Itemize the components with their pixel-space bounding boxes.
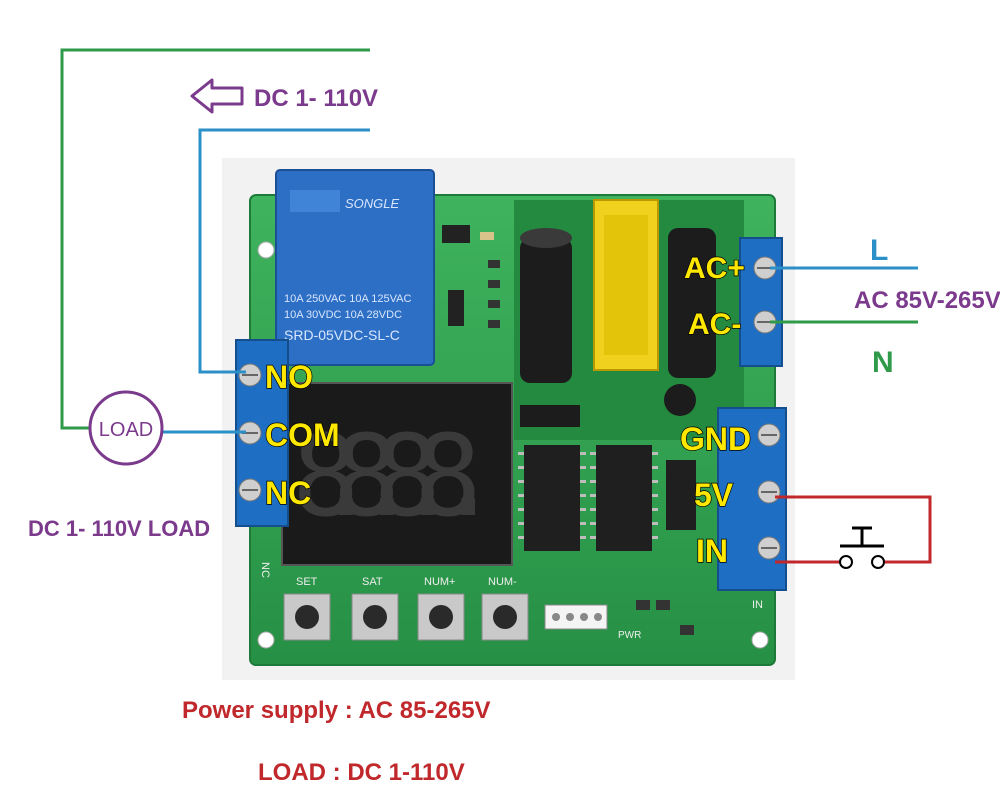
capacitor-large — [520, 238, 572, 383]
mount-hole — [751, 631, 769, 649]
display-digits: 8.8.8.8. — [292, 412, 502, 542]
relay: SONGLE 10A 250VAC 10A 125VAC 10A 30VDC 1… — [275, 169, 435, 366]
smd-part — [680, 625, 694, 635]
terminal-label-in: IN — [696, 533, 728, 569]
button-label-set: SET — [296, 576, 318, 588]
signal-terminal-block — [717, 407, 787, 591]
terminal-label-com: COM — [265, 417, 340, 453]
spec-power-supply: Power supply : AC 85-265V — [182, 697, 491, 724]
capacitor-top — [520, 228, 572, 248]
line-n-label: N — [872, 346, 894, 379]
silk-pwr: PWR — [618, 630, 641, 641]
ac-range-label: AC 85V-265V — [854, 287, 1000, 314]
mount-hole — [257, 241, 275, 259]
ic-chip-2 — [596, 445, 652, 551]
smd-part — [488, 300, 500, 308]
ic-chip-3 — [666, 460, 696, 530]
blue-wire-no — [198, 128, 370, 374]
input-arrow-label: DC 1- 110V — [254, 85, 378, 112]
load-label: LOAD — [99, 419, 153, 441]
terminal-label-ac-minus: AC- — [688, 308, 741, 341]
silk-in: IN — [752, 599, 763, 611]
silk-nc: NC — [259, 562, 271, 578]
terminal-label-gnd: GND — [680, 421, 751, 457]
ic-pins — [518, 452, 658, 539]
terminal-label-nc: NC — [265, 475, 311, 511]
terminal-label-5v: 5V — [694, 477, 734, 513]
terminal-label-ac-plus: AC+ — [684, 252, 745, 285]
load-caption: DC 1- 110V LOAD — [28, 516, 210, 541]
push-switch-icon — [839, 526, 885, 569]
ic-small — [442, 225, 470, 243]
power-terminal-block — [739, 237, 783, 367]
terminal-label-no: NO — [265, 359, 313, 395]
smd-part — [488, 280, 500, 288]
button-knob — [363, 605, 387, 629]
smd-part — [636, 600, 650, 610]
input-arrow-icon — [190, 78, 244, 114]
capacitor-small — [664, 384, 696, 416]
smd-part — [488, 320, 500, 328]
green-wire-supply — [60, 48, 370, 430]
button-label-num-minus: NUM- — [488, 576, 517, 588]
smd-part — [656, 600, 670, 610]
smd-part — [480, 232, 494, 240]
relay-rating-1: 10A 250VAC 10A 125VAC — [284, 293, 411, 305]
pin — [580, 613, 588, 621]
ic-chip-1 — [524, 445, 580, 551]
pin — [594, 613, 602, 621]
button-knob — [429, 605, 453, 629]
button-label-num-plus: NUM+ — [424, 576, 455, 588]
load-circle — [88, 390, 164, 466]
resistor-row — [520, 405, 580, 427]
pin — [566, 613, 574, 621]
smd-part — [488, 260, 500, 268]
relay-rating-2: 10A 30VDC 10A 28VDC — [284, 309, 402, 321]
mount-hole — [257, 631, 275, 649]
line-l-label: L — [870, 234, 888, 267]
relay-model: SRD-05VDC-SL-C — [284, 327, 400, 343]
button-label-sat: SAT — [362, 576, 383, 588]
button-knob — [493, 605, 517, 629]
button-knob — [295, 605, 319, 629]
pin — [552, 613, 560, 621]
transformer-core — [604, 215, 648, 355]
spec-load: LOAD : DC 1-110V — [258, 759, 465, 786]
push-buttons: SET SAT NUM+ NUM- — [283, 576, 529, 641]
red-wire-5v — [775, 495, 932, 564]
relay-brand: SONGLE — [345, 196, 400, 211]
ic-small — [448, 290, 464, 326]
capacitor-right — [668, 228, 716, 378]
